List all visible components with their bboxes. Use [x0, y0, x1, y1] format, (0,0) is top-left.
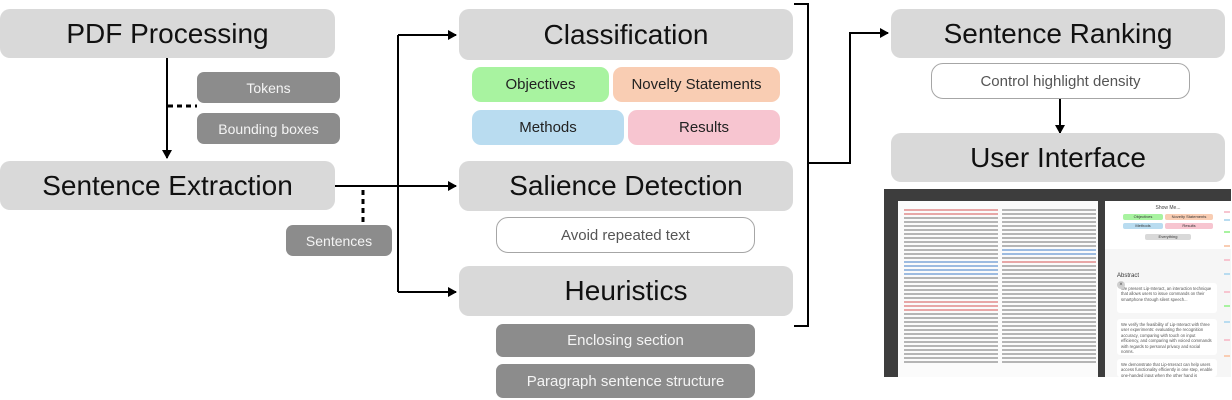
pdf-processing-node: PDF Processing — [0, 9, 335, 58]
mini-objectives-button[interactable]: Objectives — [1123, 214, 1163, 220]
mini-everything-button[interactable]: Everything — [1145, 234, 1191, 240]
sentence-extraction-node: Sentence Extraction — [0, 161, 335, 210]
paragraph-sentence-structure-pill: Paragraph sentence structure — [496, 364, 755, 398]
heuristics-node: Heuristics — [459, 266, 793, 316]
pdf-page-thumbnail — [898, 201, 1098, 377]
show-me-panel: Show Me... Objectives Novelty Statements… — [1105, 201, 1231, 249]
control-highlight-density-pill: Control highlight density — [931, 63, 1190, 99]
methods-tag: Methods — [472, 110, 624, 145]
classification-node: Classification — [459, 9, 793, 60]
objectives-tag: Objectives — [472, 67, 609, 102]
avoid-repeated-text-pill: Avoid repeated text — [496, 217, 755, 253]
results-tag: Results — [628, 110, 780, 145]
sentence-ranking-node: Sentence Ranking — [891, 9, 1225, 58]
sentences-pill: Sentences — [286, 225, 392, 256]
tokens-pill: Tokens — [197, 72, 340, 103]
abstract-card-3[interactable]: We demonstrate that Lip-Interact can hel… — [1117, 359, 1217, 377]
novelty-statements-tag: Novelty Statements — [613, 67, 780, 102]
bracket-right — [794, 3, 809, 327]
ui-sidebar: Show Me... Objectives Novelty Statements… — [1105, 201, 1231, 377]
ui-screenshot: Show Me... Objectives Novelty Statements… — [884, 189, 1231, 377]
highlight-density-rail — [1222, 201, 1231, 377]
enclosing-section-pill: Enclosing section — [496, 324, 755, 357]
arrow-to-ranking — [808, 28, 889, 164]
show-me-label: Show Me... — [1155, 205, 1181, 211]
abstract-card-1[interactable]: We present Lip-Interact, an interaction … — [1117, 283, 1217, 313]
salience-detection-node: Salience Detection — [459, 161, 793, 211]
abstract-card-2[interactable]: We verify the feasibility of Lip-Interac… — [1117, 319, 1217, 355]
user-interface-node: User Interface — [891, 133, 1225, 182]
bounding-boxes-pill: Bounding boxes — [197, 113, 340, 144]
mini-novelty-button[interactable]: Novelty Statements — [1165, 214, 1213, 220]
mini-results-button[interactable]: Results — [1165, 223, 1213, 229]
abstract-heading: Abstract — [1117, 273, 1140, 279]
mini-methods-button[interactable]: Methods — [1123, 223, 1163, 229]
close-icon[interactable]: × — [1117, 281, 1125, 289]
